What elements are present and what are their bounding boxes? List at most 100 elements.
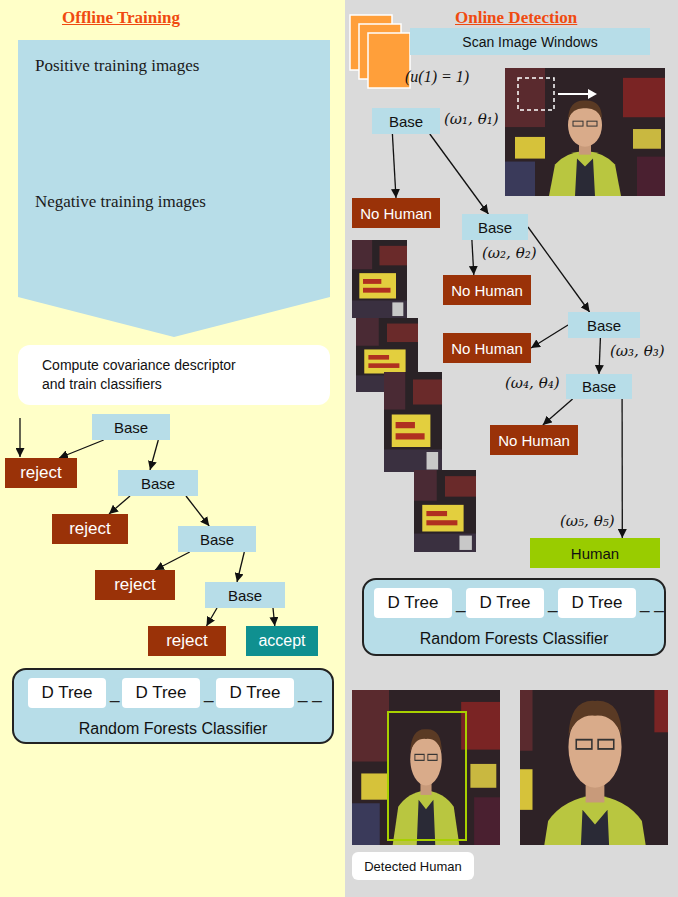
node-text: reject <box>114 575 156 595</box>
negative-photos <box>44 238 100 270</box>
separator: _ <box>204 684 213 704</box>
result-photos <box>352 690 500 845</box>
positive-photos <box>32 88 322 183</box>
parameter-label: (ω₄, θ₄) <box>505 374 560 392</box>
image-group-box: Positive training imagesNegative trainin… <box>18 40 330 297</box>
positive-photos <box>32 88 120 128</box>
node-text: Human <box>571 545 619 562</box>
positive-photos <box>55 142 92 160</box>
node-text: Random Forests Classifier <box>364 630 664 648</box>
node-text: Base <box>200 531 234 548</box>
positive-photos <box>150 134 216 160</box>
decision-tree: D Tree <box>558 588 636 618</box>
weight-init-label: (u(1) = 1) <box>405 68 469 86</box>
positive-photos <box>130 140 220 183</box>
node-text: Detected Human <box>364 859 462 874</box>
base-classifier: Base <box>92 414 170 440</box>
result-photos <box>520 690 668 845</box>
decision-tree: D Tree <box>28 678 106 708</box>
positive-photos <box>156 156 168 168</box>
parameter-label: (ω₅, θ₅) <box>560 512 615 530</box>
image-stack-icon <box>368 33 410 88</box>
positive-photos <box>140 96 162 126</box>
base-classifier: Base <box>462 214 528 240</box>
connector-arrow <box>543 399 573 425</box>
node-text: D Tree <box>387 593 438 613</box>
node-text: Positive training images <box>35 56 199 76</box>
positive-photos <box>43 148 67 172</box>
connector-arrow <box>531 325 568 348</box>
node-text: Base <box>582 378 616 395</box>
negative-photos <box>32 222 120 290</box>
node-text: Random Forests Classifier <box>14 720 332 738</box>
result-photos <box>388 712 466 840</box>
node-text: Base <box>587 317 621 334</box>
positive-photos <box>198 156 210 168</box>
parameter-label: (ω₃, θ₃) <box>610 342 665 360</box>
node-text: D Tree <box>41 683 92 703</box>
negative-photos <box>43 267 61 285</box>
negative-photos <box>168 222 190 290</box>
connector-arrow <box>59 440 104 458</box>
positive-photos <box>222 164 236 166</box>
reject-box: reject <box>95 570 175 600</box>
scan-photo <box>518 78 554 110</box>
reject-box: reject <box>5 458 77 488</box>
node-text: D Tree <box>571 593 622 613</box>
node-text: reject <box>20 463 62 483</box>
node-text: Base <box>389 113 423 130</box>
base-classifier: Base <box>118 470 198 496</box>
connector-arrow <box>621 399 623 538</box>
decision-tree: D Tree <box>466 588 544 618</box>
random-forest-box: Random Forests ClassifierD TreeD TreeD T… <box>12 668 334 744</box>
negative-photos <box>298 273 312 287</box>
connector-arrow <box>109 496 130 514</box>
parameter-label: (ω₂, θ₂) <box>482 244 537 262</box>
negative-photos <box>238 222 322 244</box>
training-panel: Offline TrainingPositive training images… <box>0 0 345 897</box>
connector-arrow <box>273 608 275 626</box>
result-photos <box>352 640 678 880</box>
connector-arrow <box>528 227 590 312</box>
no-human-box: No Human <box>490 425 578 455</box>
base-classifier: Base <box>568 312 640 338</box>
scan-banner: Scan Image Windows <box>410 28 650 55</box>
node-text: accept <box>258 632 305 650</box>
scan-photo <box>558 93 588 95</box>
connector-arrow <box>392 134 396 198</box>
node-text: Base <box>141 475 175 492</box>
decision-tree: D Tree <box>216 678 294 708</box>
decision-tree: D Tree <box>374 588 452 618</box>
scan-photo <box>505 68 665 196</box>
no-human-box: No Human <box>443 333 531 363</box>
image-stack-icon <box>350 15 410 88</box>
node-text: Scan Image Windows <box>462 34 597 50</box>
separator: _ <box>110 684 119 704</box>
separator: _ <box>548 594 557 614</box>
negative-photos <box>87 267 105 285</box>
reject-box: reject <box>52 514 128 544</box>
separator: _ _ <box>298 684 322 704</box>
node-text: Negative training images <box>35 192 206 212</box>
positive-photos <box>277 121 287 131</box>
node-text: reject <box>166 631 208 651</box>
negative-photos <box>130 222 220 290</box>
positive-photos <box>300 88 322 183</box>
window-patches <box>414 470 476 552</box>
connectors <box>18 134 622 626</box>
node-text: Base <box>228 587 262 604</box>
separator: _ <box>456 594 465 614</box>
positive-photos <box>32 150 120 183</box>
process-box: Compute covariance descriptor and train … <box>18 345 330 405</box>
scan-photo <box>505 68 665 196</box>
negative-photos <box>256 246 312 276</box>
accept-box: accept <box>246 626 318 656</box>
base-classifier: Base <box>205 582 285 608</box>
negative-photos <box>32 222 322 290</box>
connector-arrow <box>150 440 158 470</box>
node-text: Base <box>114 419 148 436</box>
connector-arrow <box>207 608 218 626</box>
connector-arrow <box>472 240 474 275</box>
node-text: No Human <box>498 432 570 449</box>
